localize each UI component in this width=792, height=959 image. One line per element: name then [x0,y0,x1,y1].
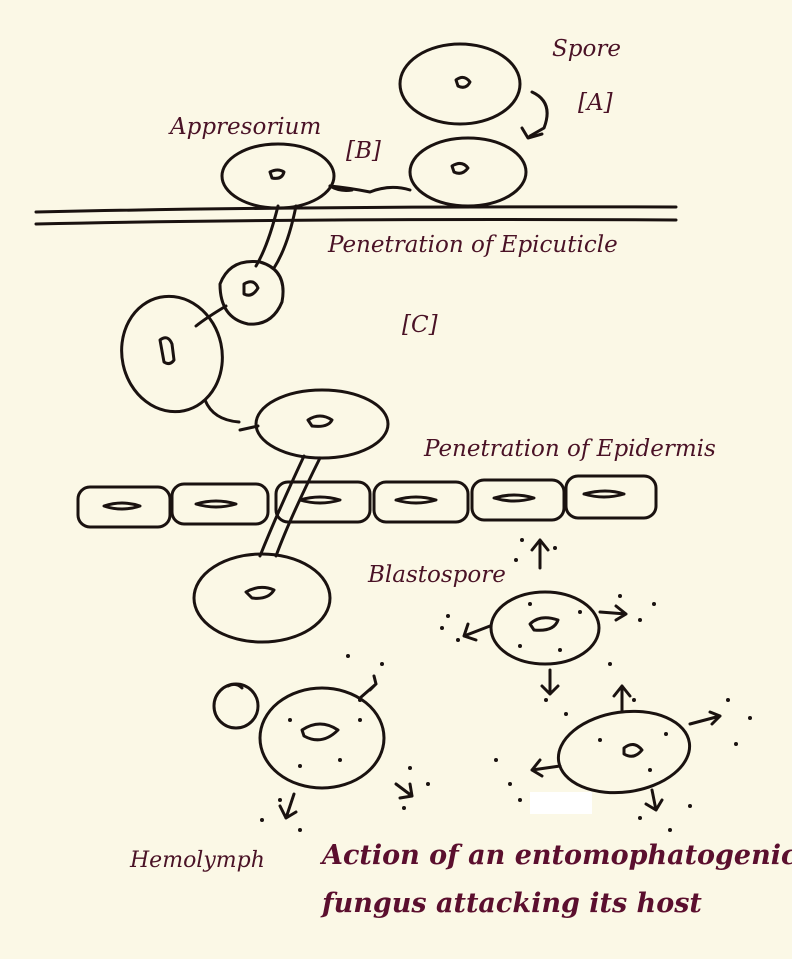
appresorium-cell [220,142,336,210]
white-patch [530,792,592,814]
penetration-peg [254,204,280,268]
small-hyphal-cell [218,259,285,326]
spore-nucleus [454,75,472,89]
blastospore-cell [489,590,601,666]
epicuticle-layer [34,205,678,214]
germ-tube [328,184,412,194]
hemolymph-cell [258,686,386,790]
diagram-title-line-1: Action of an entomophatogenic [322,840,792,871]
label-step-b: [B] [346,138,381,164]
epidermis-penetrating-hypha [258,454,306,558]
hemocoel-cell [192,552,332,644]
small-round-cell [212,682,260,730]
diagram-title-line-2: fungus attacking its host [322,888,702,919]
spread-arrows [278,538,722,820]
label-epidermis: Penetration of Epidermis [424,436,716,462]
spore-speckles [260,538,752,832]
spore-cell [398,42,522,126]
label-appresorium: Appresorium [170,114,322,140]
label-epicuticle: Penetration of Epicuticle [328,232,618,258]
label-step-a: [A] [578,90,613,116]
lower-right-cell [556,709,692,795]
label-hemolymph: Hemolymph [130,848,265,873]
hyphal-body-cell [120,294,224,414]
label-spore: Spore [552,36,621,62]
label-blastospore: Blastospore [368,562,506,588]
pre-epidermis-cell [254,388,390,460]
arrow-a [528,90,549,138]
attached-spore-cell [408,136,528,208]
epidermis-layer [76,474,658,529]
label-step-c: [C] [402,312,438,338]
